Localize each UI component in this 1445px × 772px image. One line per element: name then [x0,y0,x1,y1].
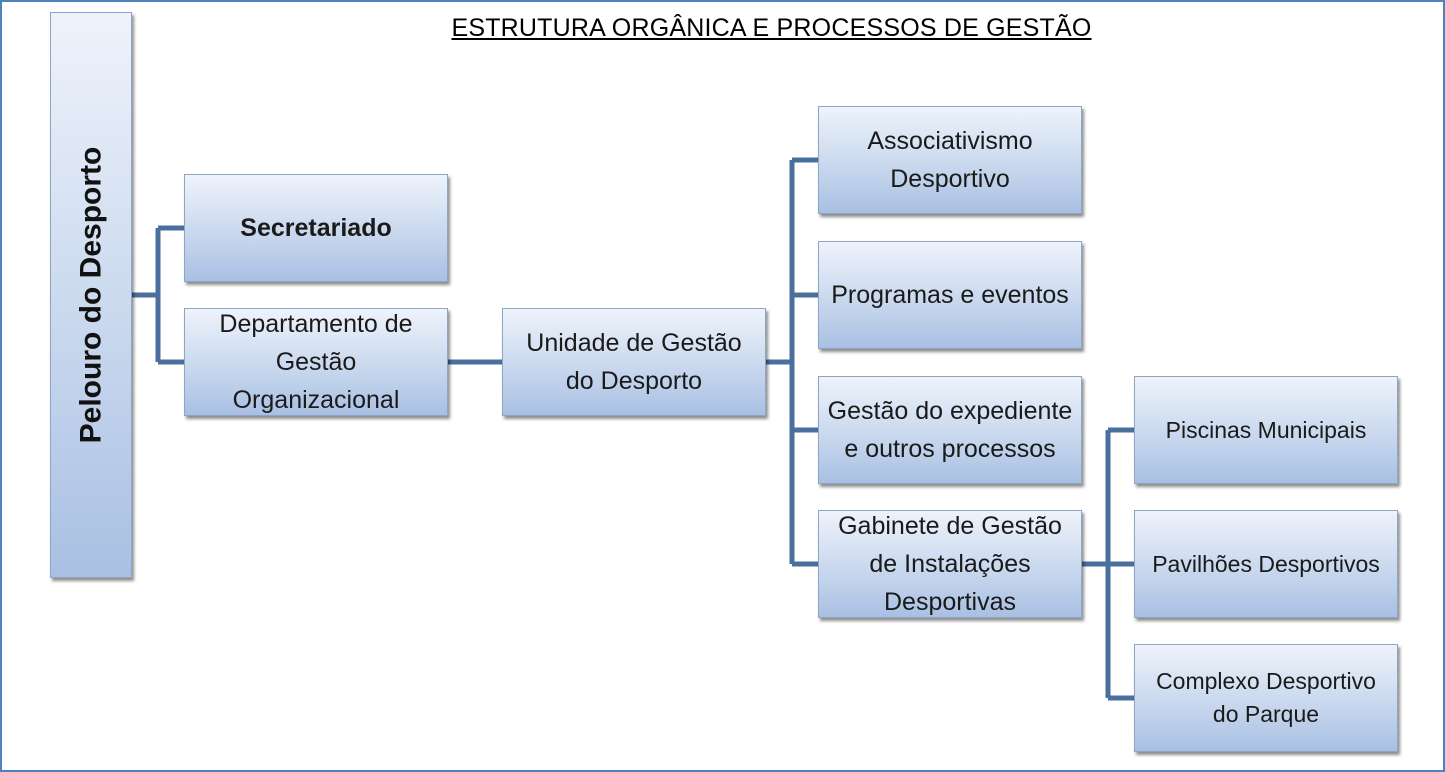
connector-pelouro-to-level1 [132,225,184,365]
node-gestao-expediente: Gestão do expediente e outros processos [818,376,1082,484]
node-gabinete-instalacoes: Gabinete de Gestão de Instalações Despor… [818,510,1082,618]
node-secretariado: Secretariado [184,174,448,282]
connector-gabinete-to-facilities [1082,427,1134,701]
node-departamento-gestao-organizacional: Departamento de Gestão Organizacional [184,308,448,416]
node-unidade-gestao-desporto: Unidade de Gestão do Desporto [502,308,766,416]
diagram-title: ESTRUTURA ORGÂNICA E PROCESSOS DE GESTÃO [451,14,1092,42]
node-pavilhoes-desportivos: Pavilhões Desportivos [1134,510,1398,618]
connector-unidade-to-services [766,157,818,567]
node-pelouro-label: Pelouro do Desporto [74,146,107,444]
node-complexo-desportivo-parque: Complexo Desportivo do Parque [1134,644,1398,752]
node-pelouro-do-desporto: Pelouro do Desporto [50,12,132,578]
node-associativismo-desportivo: Associativismo Desportivo [818,106,1082,214]
node-piscinas-municipais: Piscinas Municipais [1134,376,1398,484]
node-programas-eventos: Programas e eventos [818,241,1082,349]
